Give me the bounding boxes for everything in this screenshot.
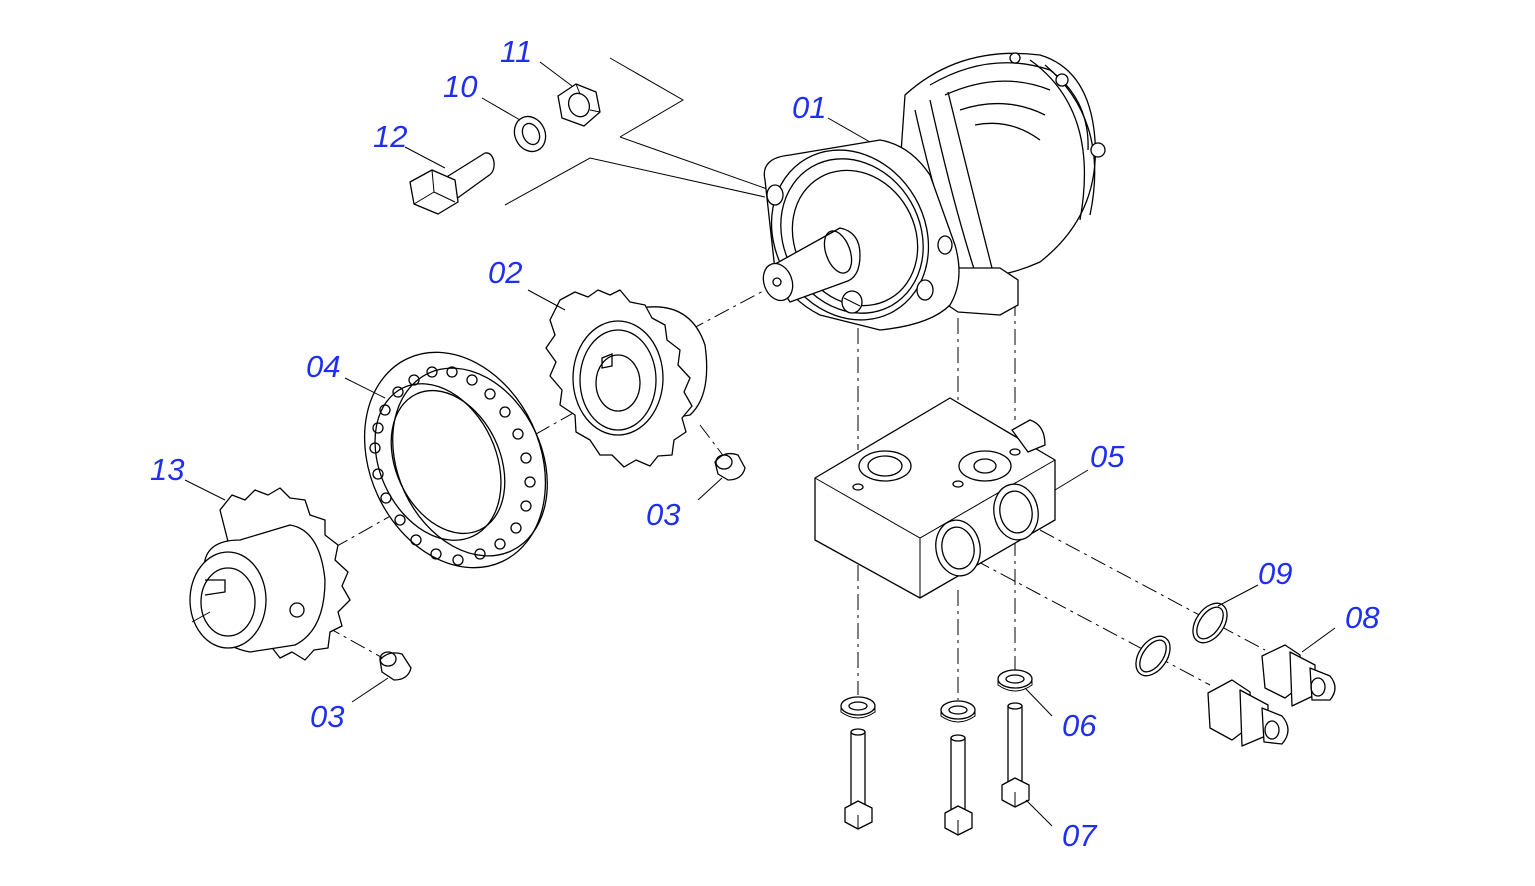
set-screw-03a [714,452,746,481]
sprocket-13 [189,487,351,661]
set-screw-03b [379,651,412,681]
callout-10: 10 [443,69,477,104]
bolt-07a [844,728,873,830]
callout-labels: 01 02 03 03 04 05 06 07 08 09 10 11 12 1… [150,34,1380,853]
callout-09: 09 [1258,556,1292,591]
callout-06: 06 [1062,708,1097,743]
sprocket-02 [545,289,708,468]
hydraulic-motor-01 [762,52,1106,331]
callout-03-lower: 03 [310,699,344,734]
washer-06b [940,700,976,723]
lock-washer-10 [513,115,547,153]
callout-12: 12 [373,119,407,154]
bolt-07c [1001,702,1030,808]
callout-08: 08 [1345,600,1380,635]
leader-lines [184,61,1336,827]
callout-13: 13 [150,452,184,487]
callout-11: 11 [500,34,532,69]
chain-links [369,366,536,566]
callout-02: 02 [488,255,522,290]
callout-04: 04 [306,349,340,384]
callout-03-upper: 03 [646,497,680,532]
bolt-12 [409,152,495,215]
o-ring-09a [1192,602,1228,644]
subassembly-bracket [504,57,771,206]
hex-nut-11 [557,83,601,127]
callout-07: 07 [1062,818,1098,853]
bolt-07b [944,734,973,836]
valve-block-05 [814,397,1056,599]
fitting-08b [1207,679,1289,747]
washer-06c [997,669,1033,692]
roller-chain-04 [363,351,548,569]
fitting-08a [1261,644,1336,707]
o-ring-09b [1135,635,1171,677]
washer-06a [840,696,876,719]
callout-05: 05 [1090,439,1125,474]
callout-01: 01 [792,90,826,125]
